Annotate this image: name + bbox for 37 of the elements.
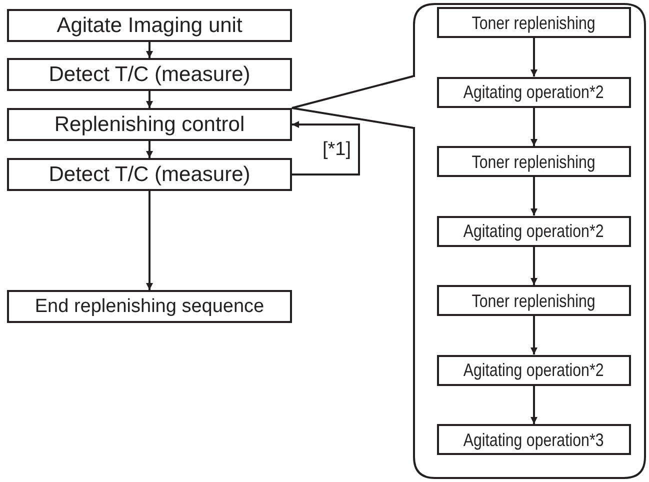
callout-balloon <box>413 3 646 479</box>
step-text: End replenishing sequence <box>34 297 264 316</box>
step-text: Agitating operation*2 <box>464 222 604 240</box>
step-text: Detect T/C (measure) <box>48 64 250 85</box>
step-text: Toner replenishing <box>472 152 596 170</box>
process-box <box>437 285 631 316</box>
step-text: Toner replenishing <box>472 292 596 310</box>
process-box <box>437 216 631 246</box>
step-text: Agitating operation*3 <box>464 430 604 448</box>
process-box <box>7 108 292 141</box>
process-box <box>437 7 631 38</box>
arrow <box>530 386 538 424</box>
process-box <box>7 58 292 91</box>
process-box <box>7 9 292 42</box>
process-box <box>7 290 292 323</box>
arrow <box>530 316 538 354</box>
step-text: Agitating operation*2 <box>464 83 604 101</box>
arrow <box>292 121 360 176</box>
arrow <box>530 246 538 285</box>
arrow <box>530 108 538 146</box>
arrow <box>146 141 153 158</box>
step-text: Replenishing control <box>54 114 245 135</box>
arrow <box>146 191 153 290</box>
process-box <box>7 158 292 191</box>
process-box <box>437 424 631 455</box>
arrow <box>530 38 538 76</box>
process-box <box>437 76 631 108</box>
process-box <box>437 354 631 386</box>
arrow <box>530 177 538 216</box>
step-text: Toner replenishing <box>472 14 596 32</box>
step-text: Agitate Imaging unit <box>56 15 242 36</box>
step-text: Detect T/C (measure) <box>48 164 250 185</box>
process-box <box>437 146 631 177</box>
edge-label: [*1] <box>322 140 351 158</box>
arrow <box>146 91 153 108</box>
arrow <box>146 42 153 58</box>
step-text: Agitating operation*2 <box>464 361 604 379</box>
